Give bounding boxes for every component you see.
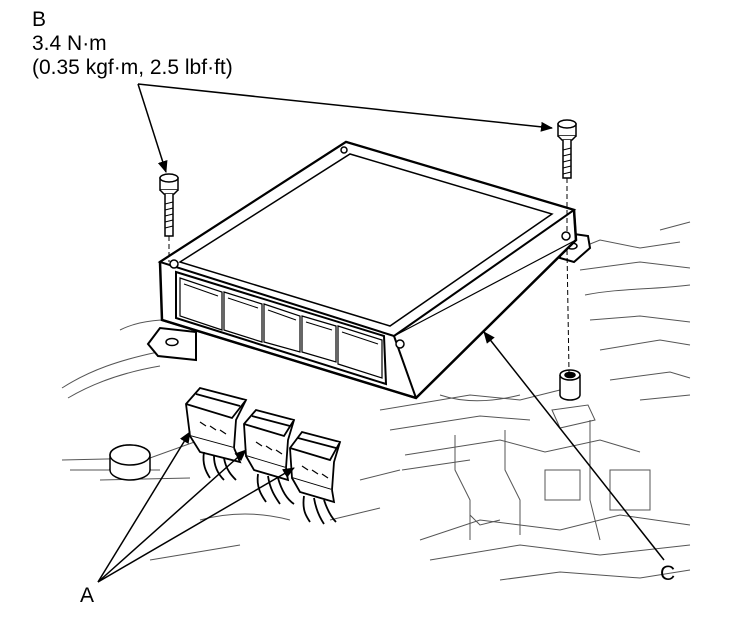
torque-spec-alternate: (0.35 kgf·m, 2.5 lbf·ft) bbox=[32, 56, 233, 79]
harness-connector-2 bbox=[243, 408, 296, 505]
leader-b-left bbox=[137, 83, 168, 173]
leader-c bbox=[483, 331, 665, 561]
callout-leaders bbox=[97, 83, 665, 583]
callout-c-label: C bbox=[660, 562, 676, 585]
callout-a-label: A bbox=[80, 584, 95, 607]
leader-a-1 bbox=[97, 431, 191, 583]
callout-b-label: B bbox=[32, 8, 47, 31]
leader-a-2 bbox=[97, 449, 247, 583]
mounting-stud-socket bbox=[551, 369, 596, 429]
harness-connector-3 bbox=[289, 430, 342, 525]
leader-b-right bbox=[137, 83, 553, 132]
torque-spec-metric: 3.4 N·m bbox=[32, 32, 107, 55]
mounting-bolt-right bbox=[557, 119, 577, 373]
background-boss bbox=[109, 444, 151, 481]
ecm-unit bbox=[146, 140, 592, 400]
harness-connector-1 bbox=[185, 386, 248, 481]
leader-a-3 bbox=[97, 467, 295, 583]
mounting-bolt-left bbox=[159, 173, 179, 262]
